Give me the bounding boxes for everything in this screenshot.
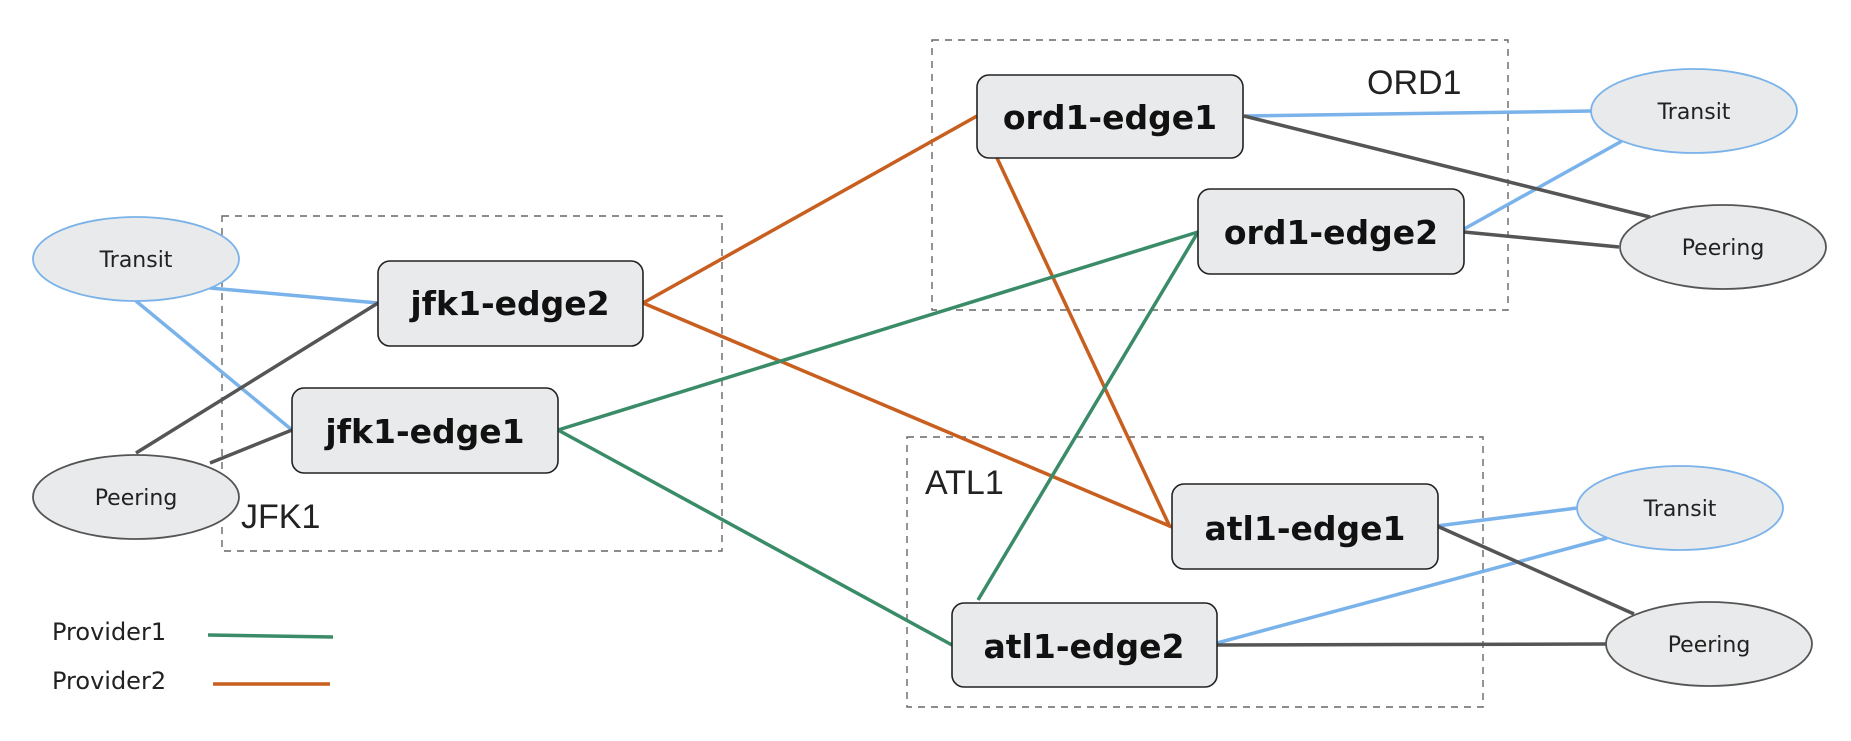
link-ord-transit-ord1-edge2 — [1463, 139, 1623, 231]
link-ord-transit-ord1-edge1 — [1243, 109, 1592, 118]
router-ord1-edge1[interactable]: ord1-edge1 — [976, 74, 1244, 159]
link-jfk-peering-jfk1-edge1 — [209, 428, 293, 465]
router-ord1-edge2[interactable]: ord1-edge2 — [1197, 188, 1465, 275]
router-jfk1-edge2[interactable]: jfk1-edge2 — [377, 260, 644, 347]
router-label: atl1-edge2 — [984, 627, 1185, 666]
link-jfk-transit-jfk1-edge1 — [134, 299, 294, 432]
router-label: jfk1-edge1 — [323, 412, 524, 451]
peer-label: Transit — [99, 248, 173, 273]
peer-label: Peering — [1668, 633, 1751, 658]
router-jfk1-edge1[interactable]: jfk1-edge1 — [291, 387, 559, 474]
site-label-ord1: ORD1 — [1367, 64, 1461, 102]
peering-peer-jfk[interactable]: Peering — [32, 454, 240, 540]
transit-peer-jfk[interactable]: Transit — [32, 216, 240, 302]
legend-line-provider1 — [207, 633, 334, 639]
link-jfk1-edge2-atl1-edge1 — [642, 301, 1173, 529]
peer-label: Peering — [95, 486, 178, 511]
links — [134, 109, 1651, 647]
site-box-atl1 — [906, 436, 1484, 708]
router-label: jfk1-edge2 — [408, 284, 609, 323]
router-label: atl1-edge1 — [1205, 509, 1406, 548]
link-ord-peering-ord1-edge1 — [1243, 114, 1651, 219]
link-jfk-peering-jfk1-edge2 — [135, 301, 379, 455]
site-label-jfk1: JFK1 — [241, 498, 320, 536]
link-atl-peering-atl1-edge2 — [1216, 642, 1608, 647]
link-atl-transit-atl1-edge1 — [1436, 506, 1578, 528]
transit-peer-atl[interactable]: Transit — [1576, 465, 1784, 551]
legend-label-provider2: Provider2 — [52, 667, 166, 695]
router-label: ord1-edge1 — [1003, 98, 1217, 137]
link-ord-peering-ord1-edge2 — [1463, 230, 1620, 249]
link-jfk1-edge2-ord1-edge1 — [642, 114, 978, 305]
link-jfk1-edge1-ord1-edge2 — [557, 230, 1199, 432]
legend-label-provider1: Provider1 — [52, 618, 166, 646]
peering-peer-ord[interactable]: Peering — [1619, 204, 1827, 290]
router-atl1-edge1[interactable]: atl1-edge1 — [1171, 483, 1439, 570]
transit-peer-ord[interactable]: Transit — [1590, 68, 1798, 154]
peering-peer-atl[interactable]: Peering — [1605, 601, 1813, 687]
link-ord1-edge1-atl1-edge1 — [995, 157, 1172, 528]
link-atl-peering-atl1-edge1 — [1436, 524, 1635, 616]
link-jfk-transit-jfk1-edge2 — [209, 286, 379, 305]
site-box-jfk1 — [221, 215, 723, 552]
peer-label: Transit — [1643, 497, 1717, 522]
link-atl-transit-atl1-edge2 — [1216, 536, 1608, 645]
link-ord1-edge2-atl1-edge2 — [976, 231, 1200, 601]
router-atl1-edge2[interactable]: atl1-edge2 — [951, 602, 1218, 688]
site-box-ord1 — [931, 39, 1509, 311]
router-label: ord1-edge2 — [1224, 213, 1438, 252]
legend: Provider1 Provider2 — [52, 618, 334, 695]
site-label-atl1: ATL1 — [925, 464, 1004, 502]
peer-label: Transit — [1657, 100, 1731, 125]
link-jfk1-edge1-atl1-edge2 — [557, 428, 953, 647]
peer-label: Peering — [1682, 236, 1765, 261]
